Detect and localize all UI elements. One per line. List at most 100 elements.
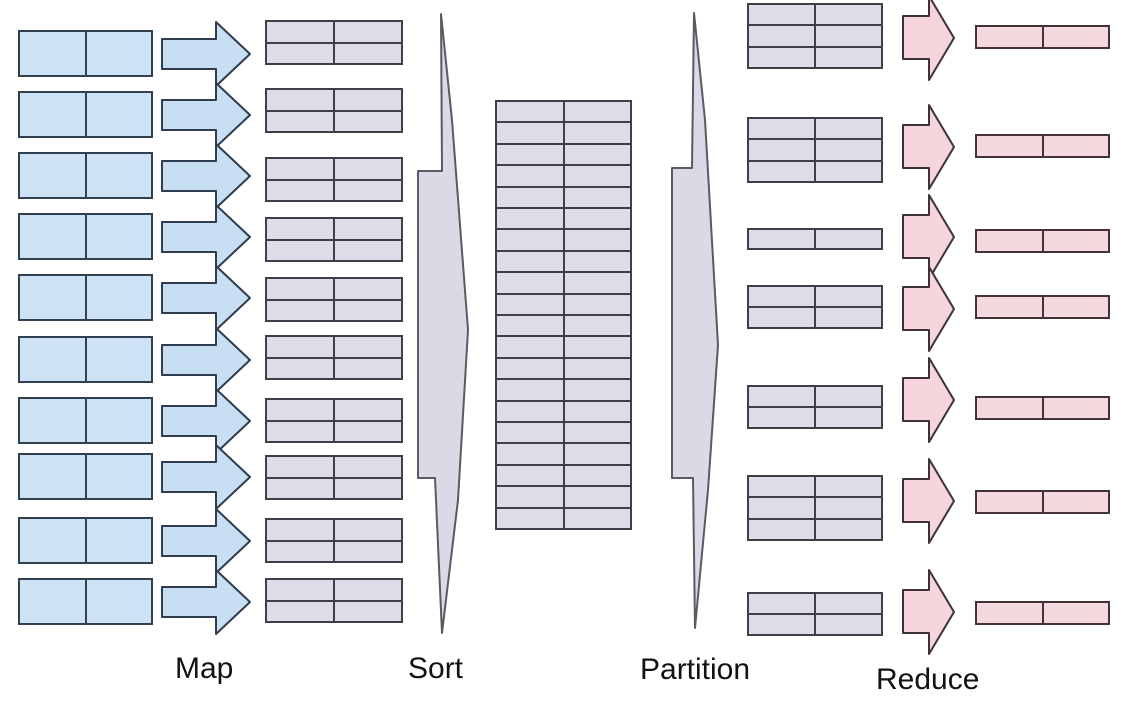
record-cell [267, 180, 333, 200]
map-output-group [265, 398, 403, 443]
record-cell [86, 276, 151, 319]
record-cell [977, 297, 1042, 317]
record-cell [267, 22, 333, 42]
record-cell [816, 161, 881, 181]
output-record [975, 490, 1110, 514]
map-arrow [161, 444, 251, 510]
record-cell [564, 380, 630, 400]
record-cell [564, 315, 630, 336]
record-cell [564, 294, 630, 314]
record-cell [267, 421, 333, 441]
record-cell [335, 337, 401, 357]
record-cell [20, 215, 85, 258]
record-cell [1043, 398, 1108, 418]
record-cell [267, 90, 333, 110]
input-record [18, 274, 153, 321]
record-cell [86, 580, 151, 623]
record-cell [564, 144, 630, 165]
record-cell [564, 187, 630, 207]
record-cell [20, 93, 85, 136]
record-cell [564, 337, 630, 357]
record-cell [86, 338, 151, 381]
output-record [975, 396, 1110, 420]
record-cell [267, 358, 333, 378]
reduce-arrow [902, 0, 955, 81]
record-cell [335, 240, 401, 260]
map-arrow [161, 508, 251, 574]
record-cell [335, 43, 401, 63]
record-cell [977, 136, 1042, 156]
input-record [18, 152, 153, 199]
partition-group [747, 228, 883, 250]
record-cell [20, 276, 85, 319]
map-output-group [265, 157, 403, 202]
record-cell [749, 308, 814, 327]
record-cell [749, 5, 814, 25]
record-cell [335, 358, 401, 378]
record-cell [816, 387, 881, 406]
record-cell [564, 444, 630, 464]
record-cell [267, 279, 333, 299]
record-cell [86, 32, 151, 75]
record-cell [497, 315, 563, 336]
map-arrow [161, 388, 251, 454]
record-cell [86, 519, 151, 562]
record-cell [816, 594, 881, 613]
map-arrow [161, 327, 251, 393]
record-cell [20, 32, 85, 75]
record-cell [86, 399, 151, 442]
input-record [18, 453, 153, 500]
record-cell [335, 520, 401, 540]
record-cell [1043, 231, 1108, 251]
record-cell [267, 580, 333, 600]
map-output-group [265, 88, 403, 133]
record-cell [1043, 492, 1108, 512]
record-cell [335, 541, 401, 561]
record-cell [20, 399, 85, 442]
record-cell [816, 119, 881, 139]
record-cell [335, 159, 401, 179]
record-cell [564, 401, 630, 421]
record-cell [267, 601, 333, 621]
record-cell [749, 287, 814, 306]
map-arrow [161, 265, 251, 331]
reduce-arrow [902, 266, 955, 352]
record-cell [497, 102, 563, 122]
record-cell [749, 408, 814, 427]
record-cell [20, 455, 85, 498]
record-cell [977, 231, 1042, 251]
record-cell [335, 300, 401, 320]
partition-group [747, 285, 883, 329]
record-cell [497, 294, 563, 314]
record-cell [816, 519, 881, 539]
stage-label-partition: Partition [640, 653, 751, 686]
reduce-arrow [902, 569, 955, 655]
record-cell [497, 230, 563, 250]
record-cell [335, 279, 401, 299]
record-cell [977, 492, 1042, 512]
record-cell [1043, 297, 1108, 317]
map-output-group [265, 455, 403, 500]
record-cell [749, 119, 814, 139]
record-cell [816, 615, 881, 634]
output-record [975, 295, 1110, 319]
record-cell [497, 422, 563, 443]
record-cell [86, 455, 151, 498]
record-cell [86, 215, 151, 258]
record-cell [749, 140, 814, 160]
record-cell [816, 5, 881, 25]
record-cell [816, 26, 881, 46]
record-cell [564, 487, 630, 507]
map-output-group [265, 277, 403, 322]
partition-group [747, 3, 883, 69]
record-cell [749, 387, 814, 406]
record-cell [335, 580, 401, 600]
map-output-group [265, 217, 403, 262]
record-cell [497, 380, 563, 400]
output-record [975, 134, 1110, 158]
record-cell [335, 180, 401, 200]
record-cell [977, 27, 1042, 47]
stage-label-reduce: Reduce [876, 663, 980, 696]
record-cell [267, 111, 333, 131]
